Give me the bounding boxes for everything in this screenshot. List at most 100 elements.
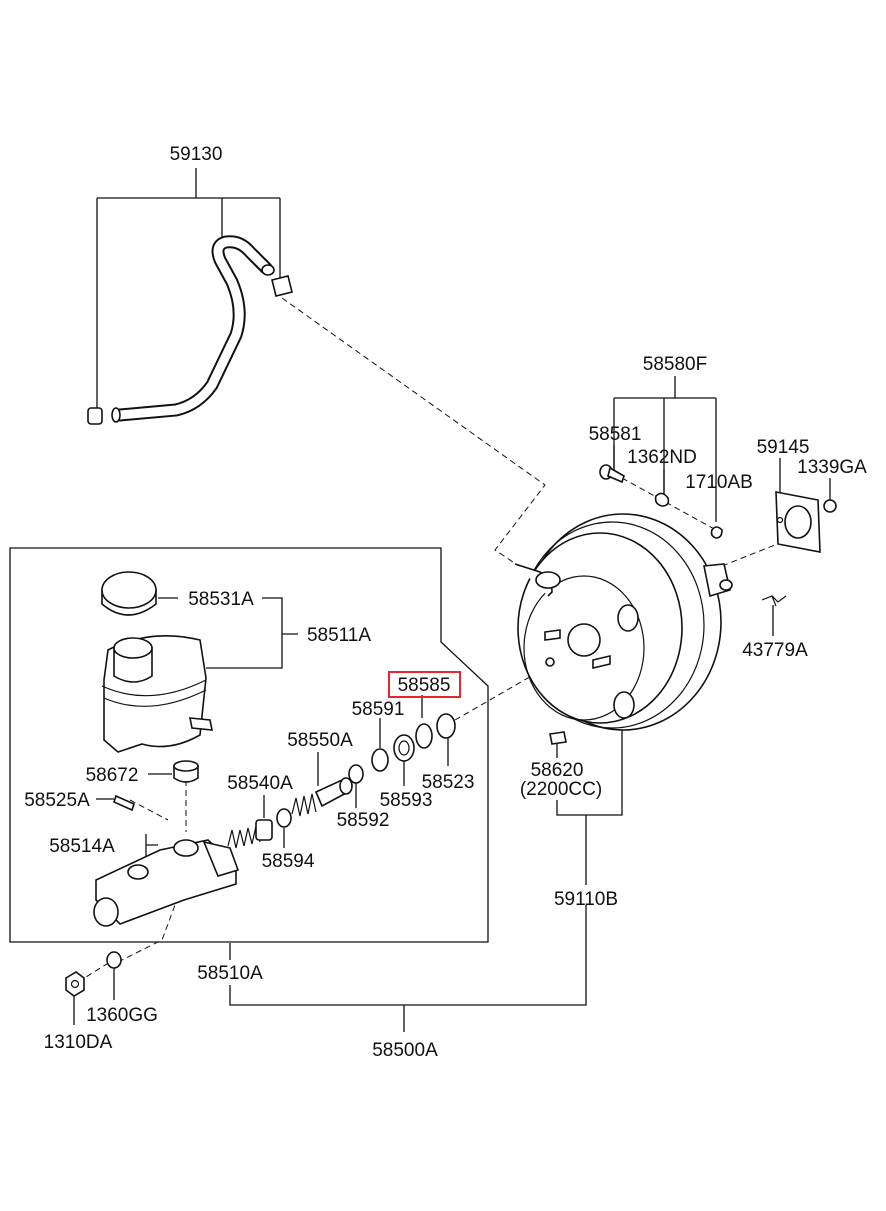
nut-58620 [549, 731, 567, 745]
piston-spring [291, 793, 317, 817]
cylinder-port-secondary [127, 864, 149, 880]
booster-check-valve [535, 571, 561, 589]
label-43779A: 43779A [742, 640, 808, 661]
hose-to-booster-line [281, 297, 546, 569]
booster-shell-front [517, 532, 683, 724]
hose-body-fill [115, 237, 271, 420]
washer-line [117, 904, 176, 963]
cotter-1710AB [710, 526, 723, 539]
hose-body-outline [113, 235, 273, 422]
label-58592: 58592 [337, 810, 390, 831]
booster-center-boss [567, 623, 601, 657]
clip-43779A [761, 595, 787, 607]
booster-stud-right [592, 654, 611, 670]
spring-coils [227, 825, 261, 849]
cylinder-flange [202, 840, 240, 877]
stud-line [621, 477, 717, 531]
reservoir-outlet [189, 717, 213, 731]
spring-retainer [255, 819, 273, 841]
booster-hole-lower [613, 691, 635, 719]
label-59110B: 59110B [554, 889, 618, 910]
label-59130: 59130 [170, 144, 223, 165]
piston-head [339, 777, 353, 795]
cup-58593 [393, 734, 415, 762]
pin-line [129, 799, 169, 821]
leader-58580F [613, 376, 717, 522]
grommet-58672 [173, 760, 199, 783]
clip-1362ND [654, 492, 670, 507]
label-58591: 58591 [352, 699, 405, 720]
master-cylinder-58514A [93, 839, 240, 927]
master-cylinder-assembly-box [9, 547, 489, 943]
reservoir-58511A [101, 635, 213, 753]
label-58585: 58585 [398, 675, 451, 696]
leader-59130 [96, 168, 281, 412]
piston-58550A [291, 777, 353, 817]
washer-1339GA [823, 499, 837, 513]
label-2200CC: (2200CC) [520, 779, 602, 800]
booster-clevis [719, 579, 733, 591]
cylinder-bore-end [93, 897, 119, 927]
label-58511A: 58511A [307, 625, 371, 646]
leader-59110B [229, 728, 623, 1006]
label-58510A: 58510A [197, 963, 263, 984]
seal-58591 [371, 748, 389, 772]
label-1360GG: 1360GG [86, 1005, 158, 1026]
nut-58620-body [549, 731, 567, 745]
gasket-hole [784, 505, 812, 539]
ring-58594 [276, 808, 292, 828]
cup-58593-inner [398, 740, 410, 756]
grommet-top [173, 760, 199, 772]
gasket-59145 [775, 491, 821, 553]
label-58550A: 58550A [287, 730, 353, 751]
hose-end-right [261, 264, 275, 276]
label-59145: 59145 [757, 437, 810, 458]
reservoir-opening [113, 637, 153, 659]
leader-58511A [206, 597, 298, 669]
booster-hole-small [545, 657, 555, 667]
nut-1310DA-body [65, 971, 85, 997]
label-58581: 58581 [589, 424, 642, 445]
booster-stud-left [544, 629, 561, 641]
label-1339GA: 1339GA [797, 457, 867, 478]
reservoir-cap-58531A [101, 571, 157, 616]
reservoir-seam-lower [103, 689, 207, 707]
cap-top [101, 571, 157, 609]
part-labels: 59130 58580F 58581 1362ND 1710AB 59145 1… [24, 144, 867, 1061]
washer-58592 [348, 764, 364, 784]
label-58531A: 58531A [188, 589, 254, 610]
label-58672: 58672 [86, 765, 139, 786]
label-58523: 58523 [422, 772, 475, 793]
booster-hole-upper [617, 604, 639, 632]
booster-face-ring [523, 575, 645, 721]
brake-booster-59110B [514, 513, 733, 731]
oring-58585 [415, 723, 433, 749]
gasket-line [721, 534, 801, 567]
nut-1310DA [65, 971, 85, 997]
label-58580F: 58580F [643, 354, 707, 375]
label-58540A: 58540A [227, 773, 293, 794]
assembly-lines [77, 297, 801, 983]
gasket-bolt-hole [776, 516, 784, 524]
vacuum-hose-59130 [87, 235, 293, 425]
hose-end-left [111, 407, 121, 423]
label-1362ND: 1362ND [627, 447, 697, 468]
pin-58525A [113, 794, 135, 812]
nut-1310DA-hole [70, 979, 80, 989]
label-58525A: 58525A [24, 790, 90, 811]
label-1710AB: 1710AB [685, 472, 753, 493]
spring-58540A [227, 819, 273, 849]
hose-clamp-right [271, 275, 293, 297]
pin-58581 [599, 464, 625, 484]
nut-line [77, 961, 111, 983]
washer-1360GG [106, 951, 122, 969]
label-58620: 58620 [531, 760, 584, 781]
label-58514A: 58514A [49, 836, 115, 857]
highlight-box-58585 [388, 671, 461, 698]
label-1310DA: 1310DA [44, 1032, 113, 1053]
label-58593: 58593 [380, 790, 433, 811]
label-58500A: 58500A [372, 1040, 438, 1061]
pin-shaft [607, 466, 625, 484]
